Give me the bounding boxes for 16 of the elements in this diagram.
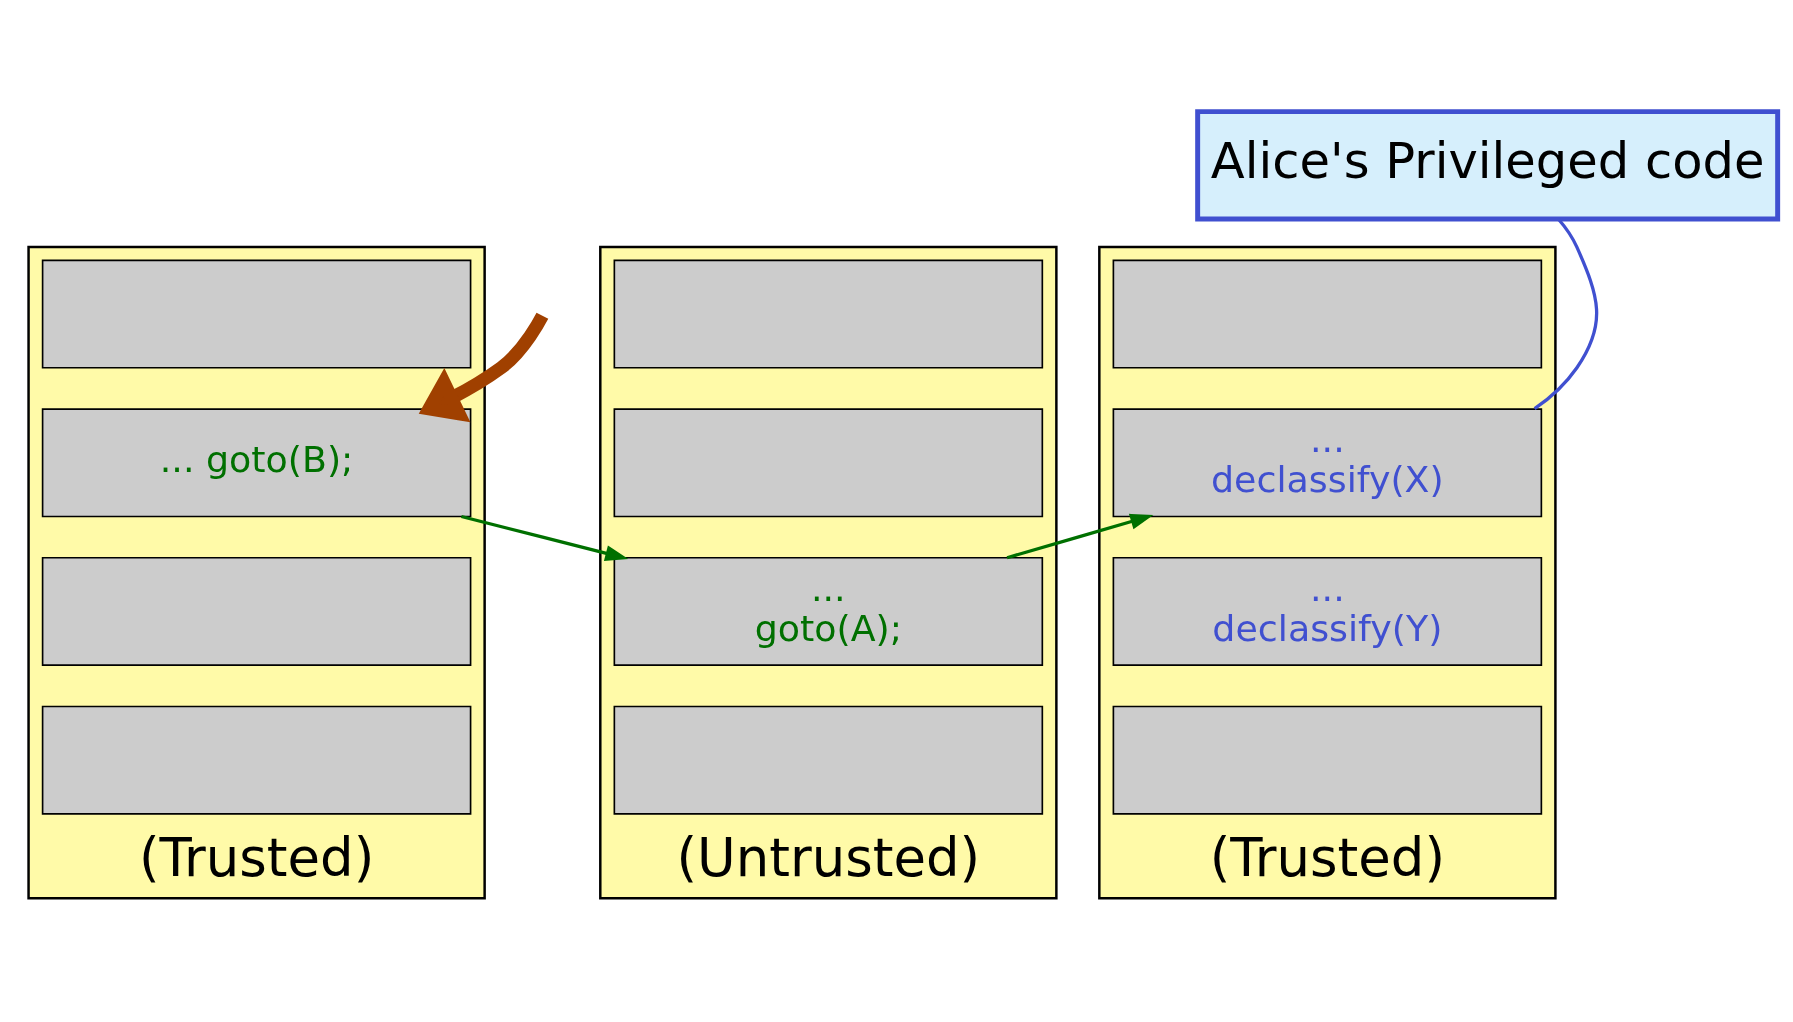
node-box	[41, 259, 472, 369]
arrow	[1006, 513, 1154, 559]
arrow	[461, 514, 629, 561]
node-box	[613, 705, 1044, 815]
node-box: ... declassify(X)	[1112, 407, 1543, 517]
node-box: ... goto(A);	[613, 556, 1044, 666]
node-box	[1112, 259, 1543, 369]
node-box	[613, 407, 1044, 517]
arrow	[418, 312, 549, 422]
node-box: ... declassify(Y)	[1112, 556, 1543, 666]
node-box	[41, 705, 472, 815]
node-box	[41, 556, 472, 666]
node-box	[1112, 705, 1543, 815]
node-box	[613, 259, 1044, 369]
node-box: Alice's Privileged code	[1195, 108, 1781, 221]
node-box: ... goto(B);	[41, 407, 472, 517]
